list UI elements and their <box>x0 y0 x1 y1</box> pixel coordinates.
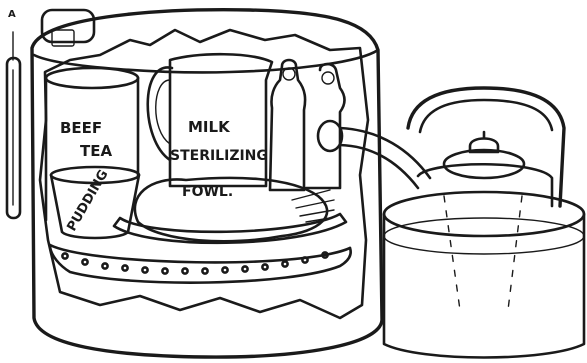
perforated-tray <box>50 245 351 283</box>
beef-tea-label-line1: BEEF <box>60 119 102 137</box>
thermometer: A <box>7 9 20 218</box>
milk-jug: MILK STERILIZING <box>148 54 272 186</box>
beef-tea-label-line2: TEA <box>80 142 112 160</box>
milk-label-line1: MILK <box>188 118 231 136</box>
feeding-bottles <box>270 60 345 190</box>
milk-label-line2: STERILIZING <box>170 148 268 164</box>
marker-label: A <box>8 9 16 20</box>
pudding-basin: PUDDING <box>51 167 139 238</box>
steam-pipe <box>318 121 430 188</box>
pudding-label: PUDDING <box>64 168 111 234</box>
kettle <box>384 88 584 358</box>
fowl-label: FOWL. <box>182 184 233 200</box>
